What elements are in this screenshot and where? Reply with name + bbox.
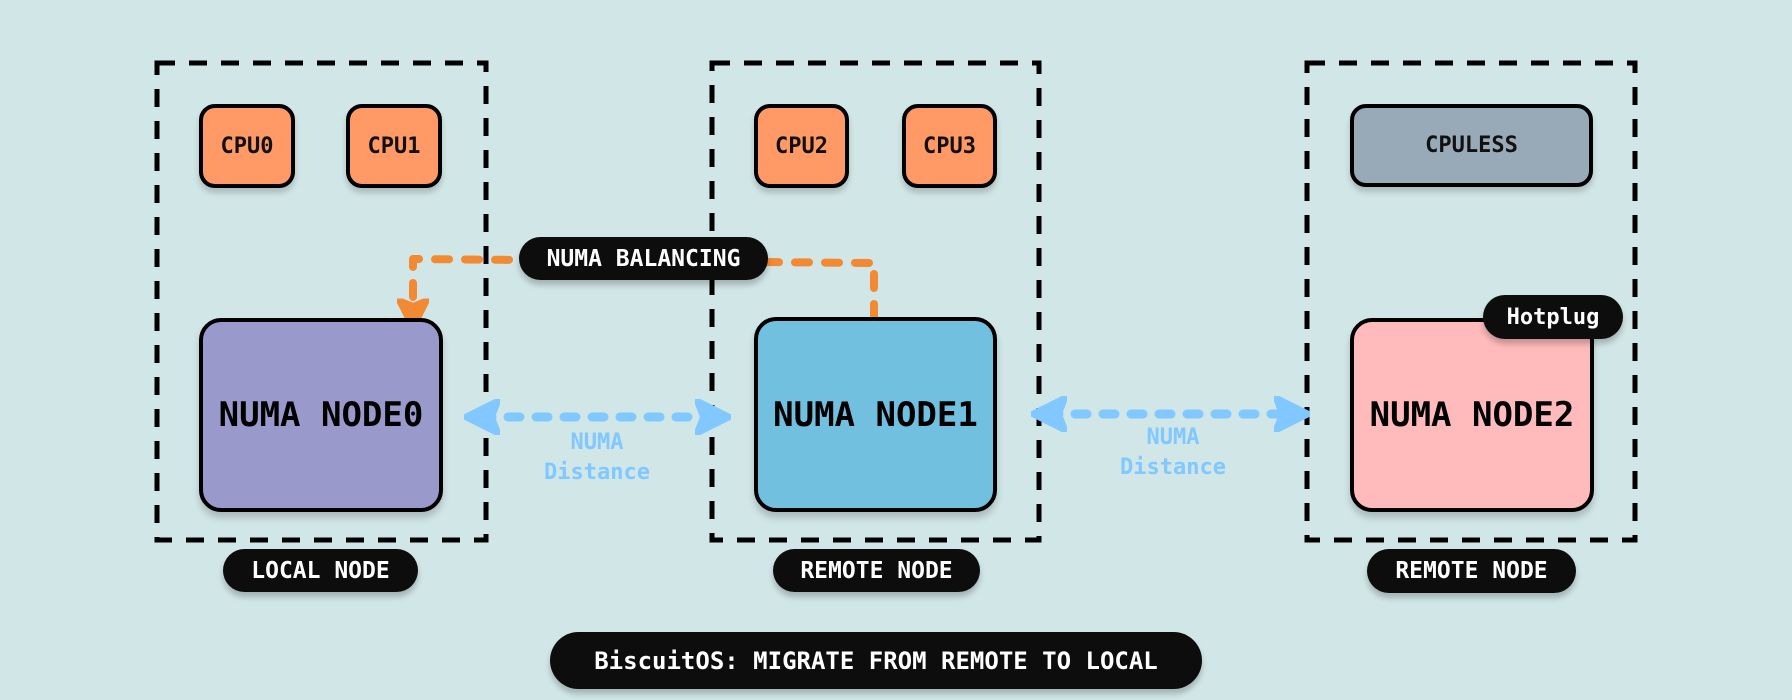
cpuless-chip[interactable]: CPULESS bbox=[1350, 104, 1593, 187]
numa-distance-label-1-line1: NUMA bbox=[1146, 425, 1200, 450]
numa-distance-label-0-line1: NUMA bbox=[570, 430, 624, 455]
numa-node-2[interactable]: NUMA NODE2 bbox=[1350, 318, 1594, 512]
numa-balancing-label: NUMA BALANCING bbox=[519, 237, 768, 280]
cpu-chip-3[interactable]: CPU3 bbox=[902, 104, 997, 188]
numa-node-1[interactable]: NUMA NODE1 bbox=[754, 317, 997, 512]
group-box-local bbox=[154, 60, 489, 543]
cpu-chip-2[interactable]: CPU2 bbox=[754, 104, 849, 188]
cpu-chip-0[interactable]: CPU0 bbox=[199, 104, 295, 188]
numa-distance-label-1-line2: Distance bbox=[1120, 455, 1226, 480]
cpu-chip-1[interactable]: CPU1 bbox=[346, 104, 442, 188]
hotplug-badge: Hotplug bbox=[1483, 295, 1623, 339]
numa-distance-label-0: NUMA Distance bbox=[517, 428, 677, 488]
group-box-remote-2 bbox=[1304, 60, 1638, 543]
numa-distance-label-1: NUMA Distance bbox=[1093, 423, 1253, 483]
footer-title: BiscuitOS: MIGRATE FROM REMOTE TO LOCAL bbox=[550, 632, 1202, 689]
local-node-caption: LOCAL NODE bbox=[223, 549, 418, 592]
remote-node-caption-2: REMOTE NODE bbox=[1367, 549, 1576, 593]
remote-node-caption-1: REMOTE NODE bbox=[773, 549, 980, 592]
group-box-remote-1 bbox=[709, 60, 1042, 543]
numa-node-0[interactable]: NUMA NODE0 bbox=[199, 318, 443, 512]
numa-distance-label-0-line2: Distance bbox=[544, 460, 650, 485]
